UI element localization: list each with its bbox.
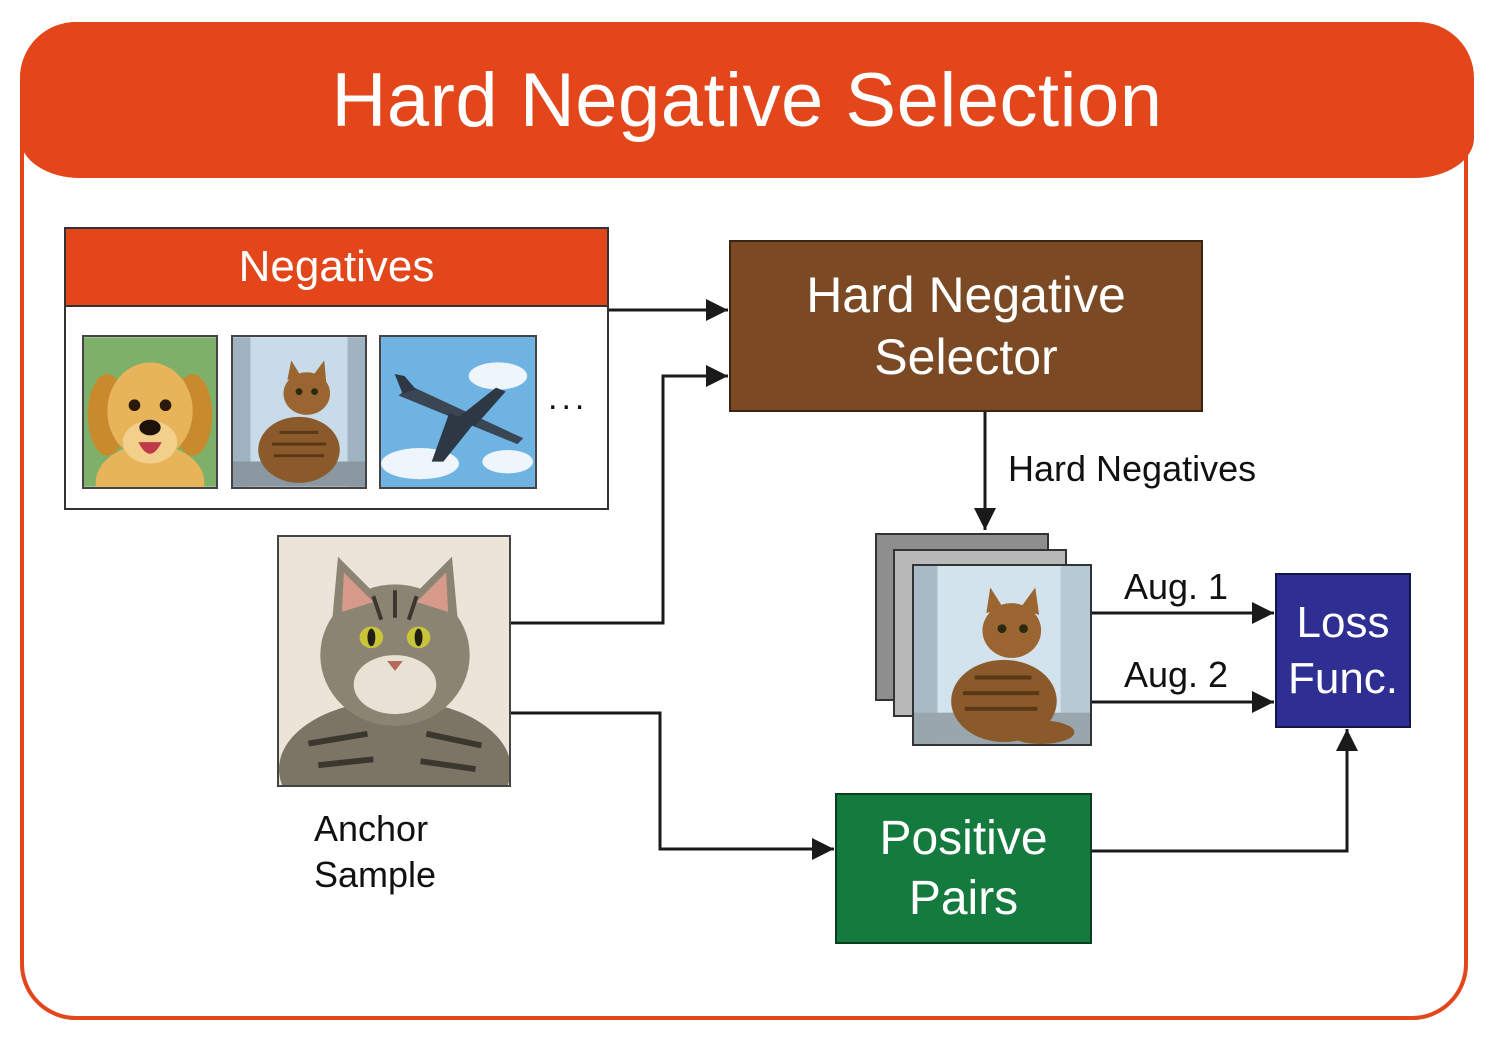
loss-label-line1: Loss xyxy=(1296,597,1390,647)
loss-function-box: Loss Func. xyxy=(1275,573,1411,728)
loss-label-line2: Func. xyxy=(1287,653,1399,703)
selector-label-line1: Hard Negative xyxy=(806,267,1126,323)
hard-negatives-label: Hard Negatives xyxy=(1008,448,1257,489)
aug2-label: Aug. 2 xyxy=(1124,654,1229,695)
aug1-label: Aug. 1 xyxy=(1124,566,1229,607)
cat-image xyxy=(231,335,367,489)
negatives-header: Negatives xyxy=(66,229,607,307)
hard-negative-selector-box: Hard Negative Selector xyxy=(729,240,1203,412)
hard-negative-cat-image xyxy=(912,564,1092,746)
diagram-title: Hard Negative Selection xyxy=(331,57,1163,143)
anchor-cat-image xyxy=(277,535,511,787)
diagram-frame xyxy=(20,22,1468,1020)
negatives-header-label: Negatives xyxy=(238,242,435,291)
negatives-panel: Negatives ... xyxy=(64,227,609,510)
dog-image xyxy=(82,335,218,489)
hard-negative-stack xyxy=(875,533,1095,748)
positive-label-line1: Positive xyxy=(879,811,1048,865)
anchor-label-line2: Sample xyxy=(314,854,437,895)
arrow-anchor-to-positive xyxy=(510,711,834,860)
arrow-anchor-to-selector xyxy=(510,365,728,625)
anchor-label-line1: Anchor xyxy=(314,808,429,849)
more-ellipsis: ... xyxy=(548,379,589,417)
positive-pairs-box: Positive Pairs xyxy=(835,793,1092,944)
title-banner: Hard Negative Selection xyxy=(20,22,1474,178)
positive-label-line2: Pairs xyxy=(908,871,1019,925)
selector-label-line2: Selector xyxy=(874,329,1058,385)
airplane-image xyxy=(379,335,537,489)
arrow-positive-to-loss xyxy=(1092,729,1358,853)
